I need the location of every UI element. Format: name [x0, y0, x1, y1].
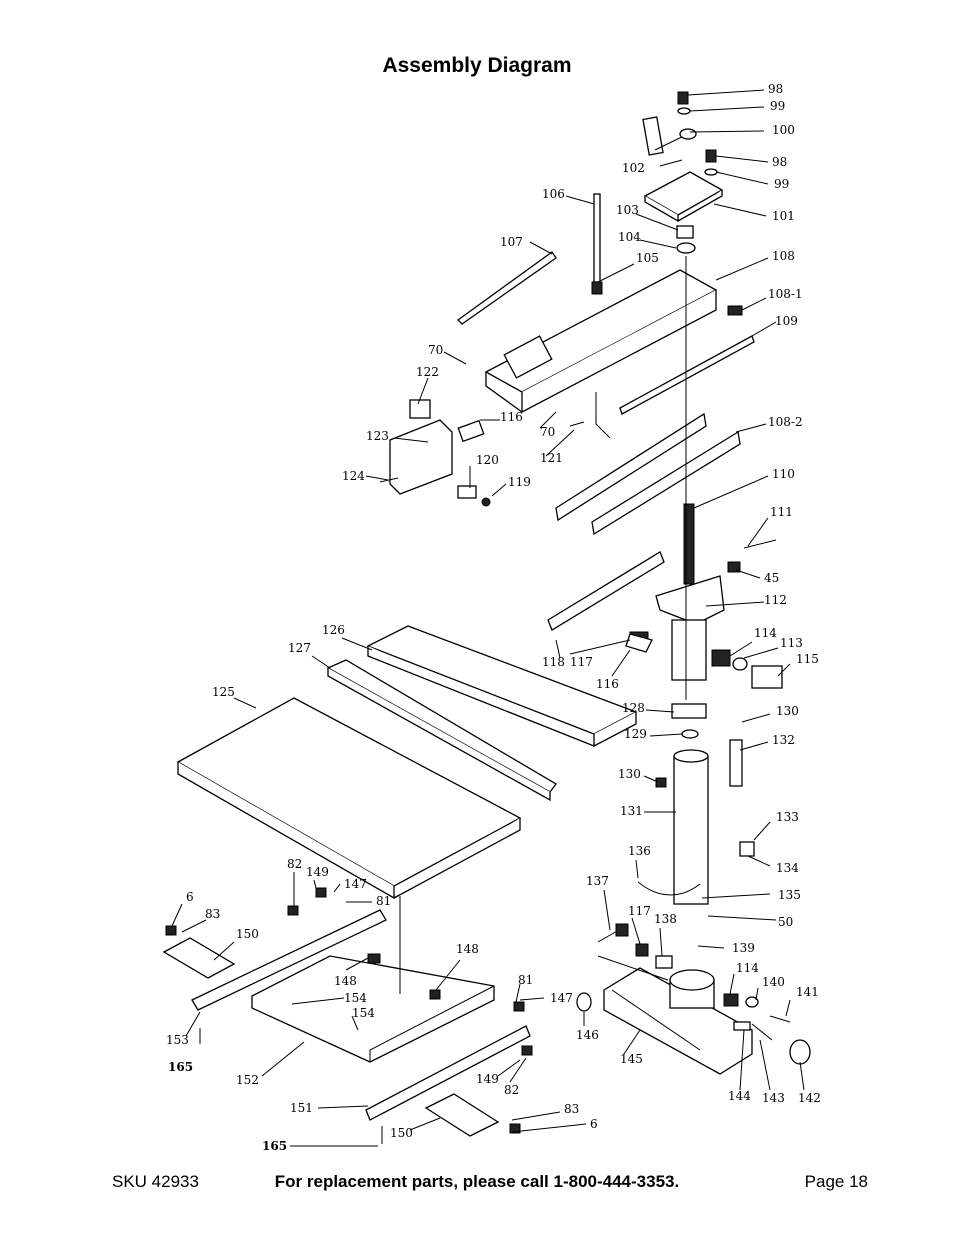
part-label: 112 [764, 593, 787, 607]
part-label: 120 [476, 453, 499, 467]
part-label: 130 [618, 767, 641, 781]
part-label: 147 [550, 991, 573, 1005]
part-label: 147 [344, 877, 367, 891]
part-label: 70 [540, 425, 555, 439]
part-label: 148 [334, 974, 357, 988]
part-label: 165 [168, 1060, 193, 1074]
part-label: 50 [778, 915, 793, 929]
part-label: 82 [287, 857, 302, 871]
part-label: 108 [772, 249, 795, 263]
part-label: 105 [636, 251, 659, 265]
part-label: 141 [796, 985, 819, 999]
part-label: 6 [186, 890, 194, 904]
part-label: 83 [564, 1102, 579, 1116]
part-label: 6 [590, 1117, 598, 1131]
part-label: 109 [775, 314, 798, 328]
part-label: 149 [476, 1072, 499, 1086]
part-label: 83 [205, 907, 220, 921]
part-label: 116 [596, 677, 619, 691]
part-label: 150 [390, 1126, 413, 1140]
part-label: 45 [764, 571, 779, 585]
part-label: 114 [736, 961, 759, 975]
part-label: 122 [416, 365, 439, 379]
part-label: 119 [508, 475, 531, 489]
part-label: 99 [770, 99, 785, 113]
part-label: 144 [728, 1089, 751, 1103]
part-label: 133 [776, 810, 799, 824]
part-label: 124 [342, 469, 365, 483]
part-label: 151 [290, 1101, 313, 1115]
part-label: 108-2 [768, 415, 803, 429]
part-label: 108-1 [768, 287, 803, 301]
part-label: 102 [622, 161, 645, 175]
part-label: 152 [236, 1073, 259, 1087]
part-label: 116 [500, 410, 523, 424]
part-label: 121 [540, 451, 563, 465]
part-label: 81 [376, 894, 391, 908]
part-label: 143 [762, 1091, 785, 1105]
part-label: 100 [772, 123, 795, 137]
part-label: 82 [504, 1083, 519, 1097]
part-label: 113 [780, 636, 803, 650]
page-title: Assembly Diagram [382, 54, 572, 77]
part-label: 123 [366, 429, 389, 443]
part-label: 137 [586, 874, 609, 888]
part-label: 101 [772, 209, 795, 223]
part-label: 131 [620, 804, 643, 818]
replacement-parts-phone: For replacement parts, please call 1-800… [274, 1172, 680, 1191]
part-label: 114 [754, 626, 777, 640]
part-label: 103 [616, 203, 639, 217]
part-label: 107 [500, 235, 523, 249]
page-number: Page 18 [804, 1172, 868, 1191]
part-label: 118 [542, 655, 565, 669]
part-label: 150 [236, 927, 259, 941]
part-label: 98 [772, 155, 787, 169]
part-label: 153 [166, 1033, 189, 1047]
part-label: 138 [654, 912, 677, 926]
part-label: 117 [570, 655, 593, 669]
part-label: 127 [288, 641, 311, 655]
part-label: 115 [796, 652, 819, 666]
part-label: 117 [628, 904, 651, 918]
part-label: 154 [344, 991, 367, 1005]
part-label: 139 [732, 941, 755, 955]
part-label: 146 [576, 1028, 599, 1042]
part-label: 136 [628, 844, 651, 858]
part-label: 104 [618, 230, 641, 244]
part-label: 81 [518, 973, 533, 987]
part-label: 134 [776, 861, 799, 875]
part-label: 99 [774, 177, 789, 191]
part-label: 154 [352, 1006, 375, 1020]
part-label: 125 [212, 685, 235, 699]
part-label: 140 [762, 975, 785, 989]
part-label: 130 [776, 704, 799, 718]
part-label: 111 [770, 505, 793, 519]
part-label: 148 [456, 942, 479, 956]
part-label: 126 [322, 623, 345, 637]
part-label: 149 [306, 865, 329, 879]
part-label: 110 [772, 467, 795, 481]
part-label: 145 [620, 1052, 643, 1066]
part-label: 165 [262, 1139, 287, 1153]
part-label: 142 [798, 1091, 821, 1105]
part-label: 128 [622, 701, 645, 715]
part-label: 70 [428, 343, 443, 357]
part-label: 129 [624, 727, 647, 741]
part-label: 132 [772, 733, 795, 747]
sku-number: SKU 42933 [112, 1172, 199, 1191]
part-label: 98 [768, 82, 783, 96]
part-labels: 98 99 100 98 99 102 101 106 103 104 107 105 108 108-1… [166, 82, 821, 1153]
part-label: 106 [542, 187, 565, 201]
part-label: 135 [778, 888, 801, 902]
